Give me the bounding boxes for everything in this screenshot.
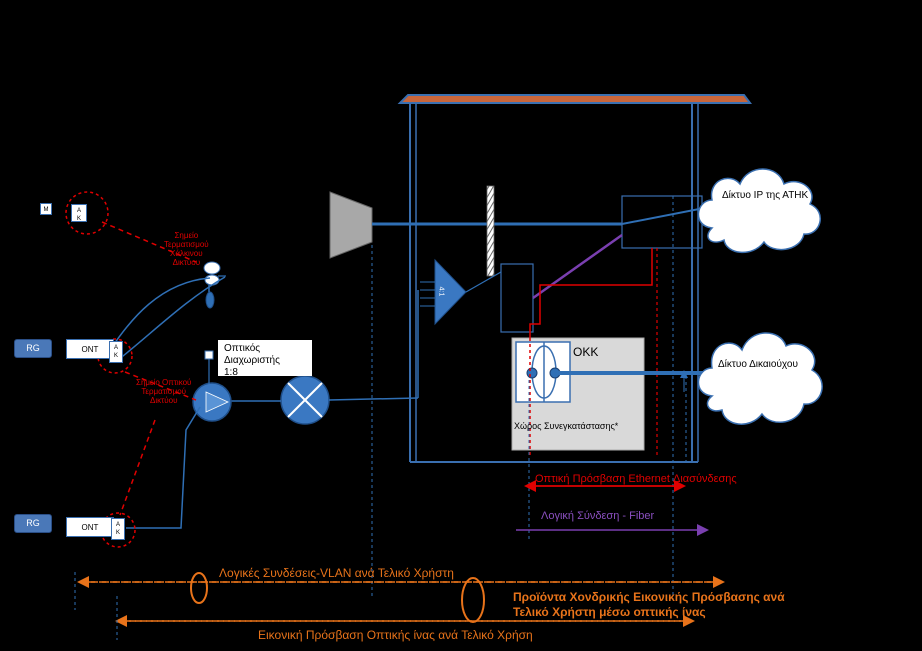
ak-1-label: A K: [113, 345, 118, 359]
olt-rack: [500, 263, 534, 333]
splitter-label: Οπτικός Διαχωριστής 1:8: [218, 340, 312, 376]
ak-top-label: A K: [76, 208, 81, 222]
fiber-rack: [486, 185, 495, 277]
okk-label: ΟΚΚ: [573, 345, 599, 359]
cloud-operator-label: Δίκτυο Δικαιούχου: [718, 359, 798, 370]
ak-2-label: A K: [115, 522, 120, 536]
termination-ring-ont-2: [100, 512, 136, 548]
ont-device-1: ONT: [66, 339, 114, 359]
ethernet-access-label: Οπτική Πρόσβαση Ethernet Διασύνδεσης: [535, 473, 737, 485]
optical-splitter: [192, 350, 232, 422]
ak-top-box: A K: [71, 204, 87, 222]
ont-1-label: ONT: [81, 345, 99, 354]
rg-device-2: RG: [14, 514, 52, 533]
aggregation-switch: [329, 191, 373, 259]
cloud-operator-network: [697, 332, 823, 425]
olt-ratio-label: 4:1: [437, 286, 445, 297]
ak-box-1: A K: [109, 341, 123, 363]
central-office-building: [397, 94, 752, 463]
colocation-label: Χώρος Συνεγκατάστασης*: [514, 421, 619, 431]
m-box: M: [40, 203, 52, 215]
m-box-label: M: [43, 207, 49, 213]
optical-termination-label: Σημείο Οπτικού Τερματισμού Δικτύου: [136, 378, 192, 405]
ont-device-2: ONT: [66, 517, 114, 537]
vlan-label: Λογικές Συνδέσεις-VLAN ανά Τελικό Χρήστη: [219, 566, 454, 580]
building-roof: [397, 94, 752, 104]
cloud-ip-network: [697, 168, 821, 253]
cloud-ip-label: Δίκτυο IP της ΑΤΗΚ: [722, 190, 809, 201]
logical-fiber-label: Λογική Σύνδεση - Fiber: [541, 510, 655, 522]
vlan-ring-small: [190, 572, 208, 604]
okk-port-left: [526, 367, 538, 379]
ont-2-label: ONT: [81, 523, 99, 532]
rg-2-label: RG: [26, 518, 40, 528]
olt-triangle: [434, 258, 467, 326]
termination-ring-ont-1: [97, 338, 133, 374]
termination-ring-top: [65, 191, 109, 235]
virtual-access-label: Εικονική Πρόσβαση Οπτικής ίνας ανά Τελικ…: [258, 628, 533, 642]
rg-1-label: RG: [26, 343, 40, 353]
copper-termination-label: Σημείο Τερματισμού Χάλκινου Δικτύου: [164, 231, 209, 267]
ak-box-2: A K: [111, 518, 125, 540]
rg-device-1: RG: [14, 339, 52, 358]
copper-termination-device: [203, 261, 226, 309]
vlan-ring-large: [461, 577, 485, 623]
wholesale-product-label: Προϊόντα Χονδρικής Εικονικής Πρόσβασης α…: [513, 590, 785, 619]
